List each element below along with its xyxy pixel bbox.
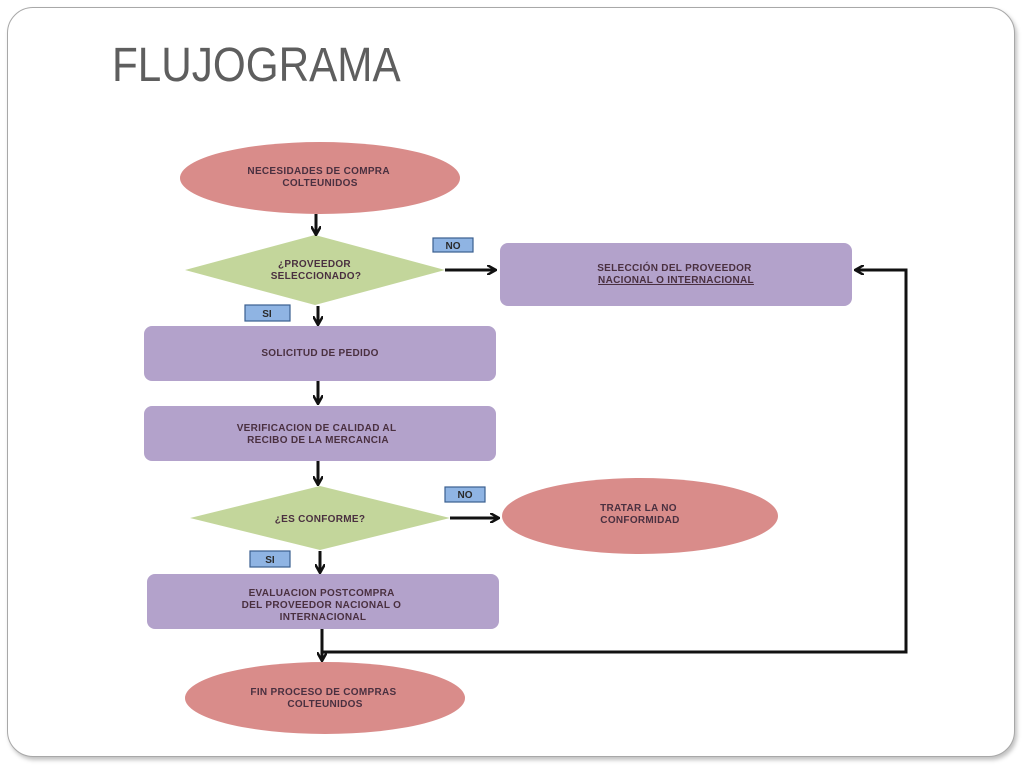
decision-supplier-diamond xyxy=(185,235,445,305)
end-label: FIN PROCESO DE COMPRAS COLTEUNIDOS xyxy=(250,687,399,710)
select-supplier-label: SELECCIÓN DEL PROVEEDOR NACIONAL O INTER… xyxy=(597,261,755,286)
decision-supplier-label: ¿PROVEEDOR SELECCIONADO? xyxy=(271,259,362,282)
quality-check-label: VERIFICACION DE CALIDAD AL RECIBO DE LA … xyxy=(237,423,400,446)
tag-si-1-box xyxy=(244,304,291,322)
tag-no-2-label: NO xyxy=(458,490,473,501)
tag-si-2-box xyxy=(249,550,291,568)
purchase-request-label: SOLICITUD DE PEDIDO xyxy=(261,348,378,359)
nonconformity-terminal xyxy=(502,478,778,554)
start-terminal xyxy=(180,142,460,214)
post-evaluation-label: EVALUACION POSTCOMPRA DEL PROVEEDOR NACI… xyxy=(242,588,405,623)
quality-check-box xyxy=(144,406,496,461)
tag-no-1-box xyxy=(432,237,474,253)
purchase-request-box xyxy=(144,326,496,381)
arrow-loop-back-to-select xyxy=(322,270,908,654)
post-evaluation-box xyxy=(147,574,499,629)
flowchart-diagram: NECESIDADES DE COMPRA COLTEUNIDOS ¿PROVE… xyxy=(144,142,908,734)
tag-si-1-label: SI xyxy=(262,309,272,320)
end-terminal xyxy=(185,662,465,734)
select-supplier-box xyxy=(500,243,852,306)
flowchart-area: NECESIDADES DE COMPRA COLTEUNIDOS ¿PROVE… xyxy=(140,130,930,740)
decision-conform-diamond xyxy=(190,486,450,550)
tag-no-1-label: NO xyxy=(446,241,461,252)
slide-title: FLUJOGRAMA xyxy=(112,39,401,92)
tag-no-2-box xyxy=(444,486,486,503)
start-label: NECESIDADES DE COMPRA COLTEUNIDOS xyxy=(247,166,392,189)
nonconformity-label: TRATAR LA NO CONFORMIDAD xyxy=(600,503,680,526)
decision-conform-label: ¿ES CONFORME? xyxy=(275,514,366,525)
tag-si-2-label: SI xyxy=(265,555,275,566)
